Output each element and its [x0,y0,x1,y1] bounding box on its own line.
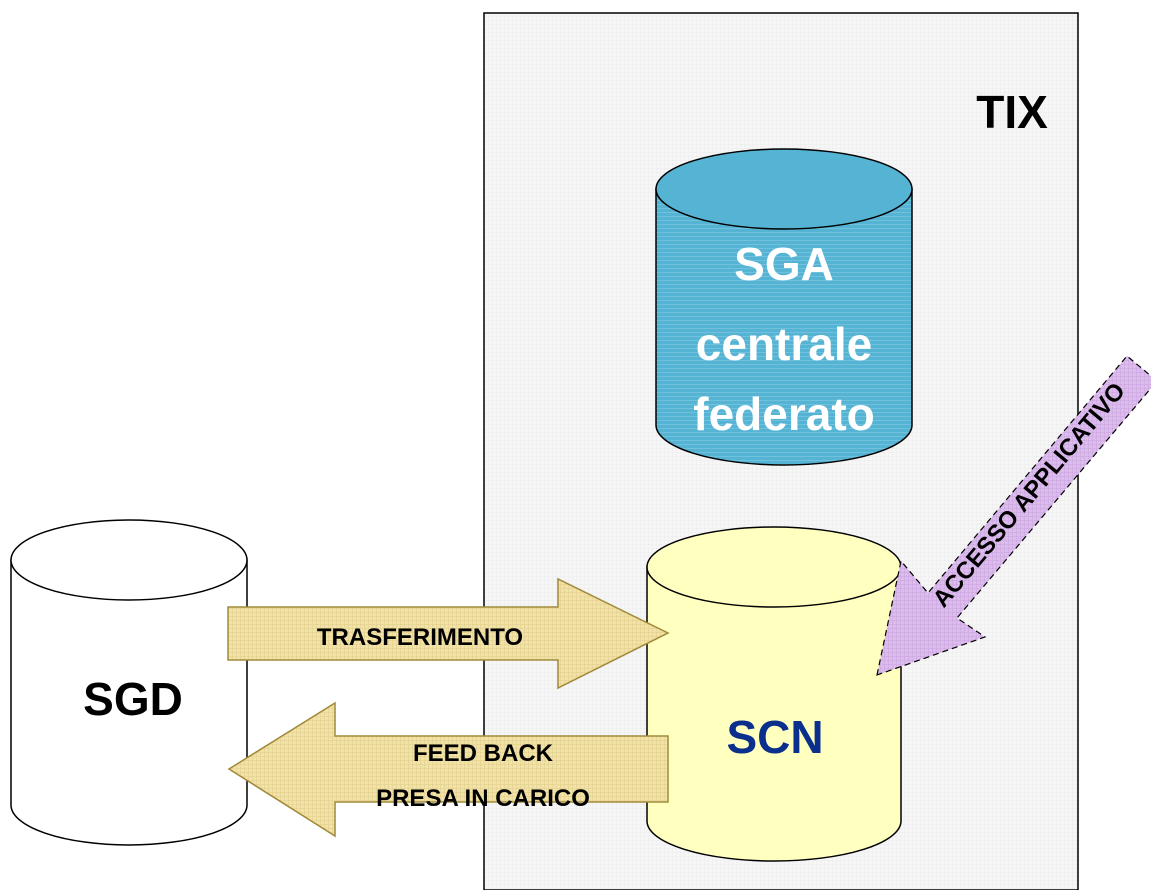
sga-label-line-1: SGA [734,238,834,290]
feedback-arrow: FEED BACK PRESA IN CARICO [227,701,669,838]
feedback-arrow-label-line-1: FEED BACK [413,740,554,767]
feedback-arrow-label-line-2: PRESA IN CARICO [376,785,590,812]
sga-database: SGA centrale federato [655,148,913,466]
sgd-cylinder-body [10,559,248,846]
sgd-label: SGD [83,673,183,725]
transfer-arrow-shape [227,577,670,690]
sgd-database: SGD [10,519,248,846]
scn-cylinder-top [646,526,902,608]
sga-label-line-3: federato [693,388,874,440]
scn-cylinder-body [646,566,902,862]
feedback-arrow-shape [227,701,669,838]
sga-cylinder-top [655,148,913,230]
sga-label-line-2: centrale [696,318,872,370]
scn-database: SCN [646,526,902,862]
tix-label: TIX [976,86,1048,138]
transfer-arrow-label: TRASFERIMENTO [317,624,523,651]
transfer-arrow: TRASFERIMENTO [227,577,670,690]
access-arrow-shape [876,355,1151,676]
sga-cylinder-body [655,188,913,466]
scn-label: SCN [726,711,823,763]
sgd-cylinder-top [10,519,248,601]
